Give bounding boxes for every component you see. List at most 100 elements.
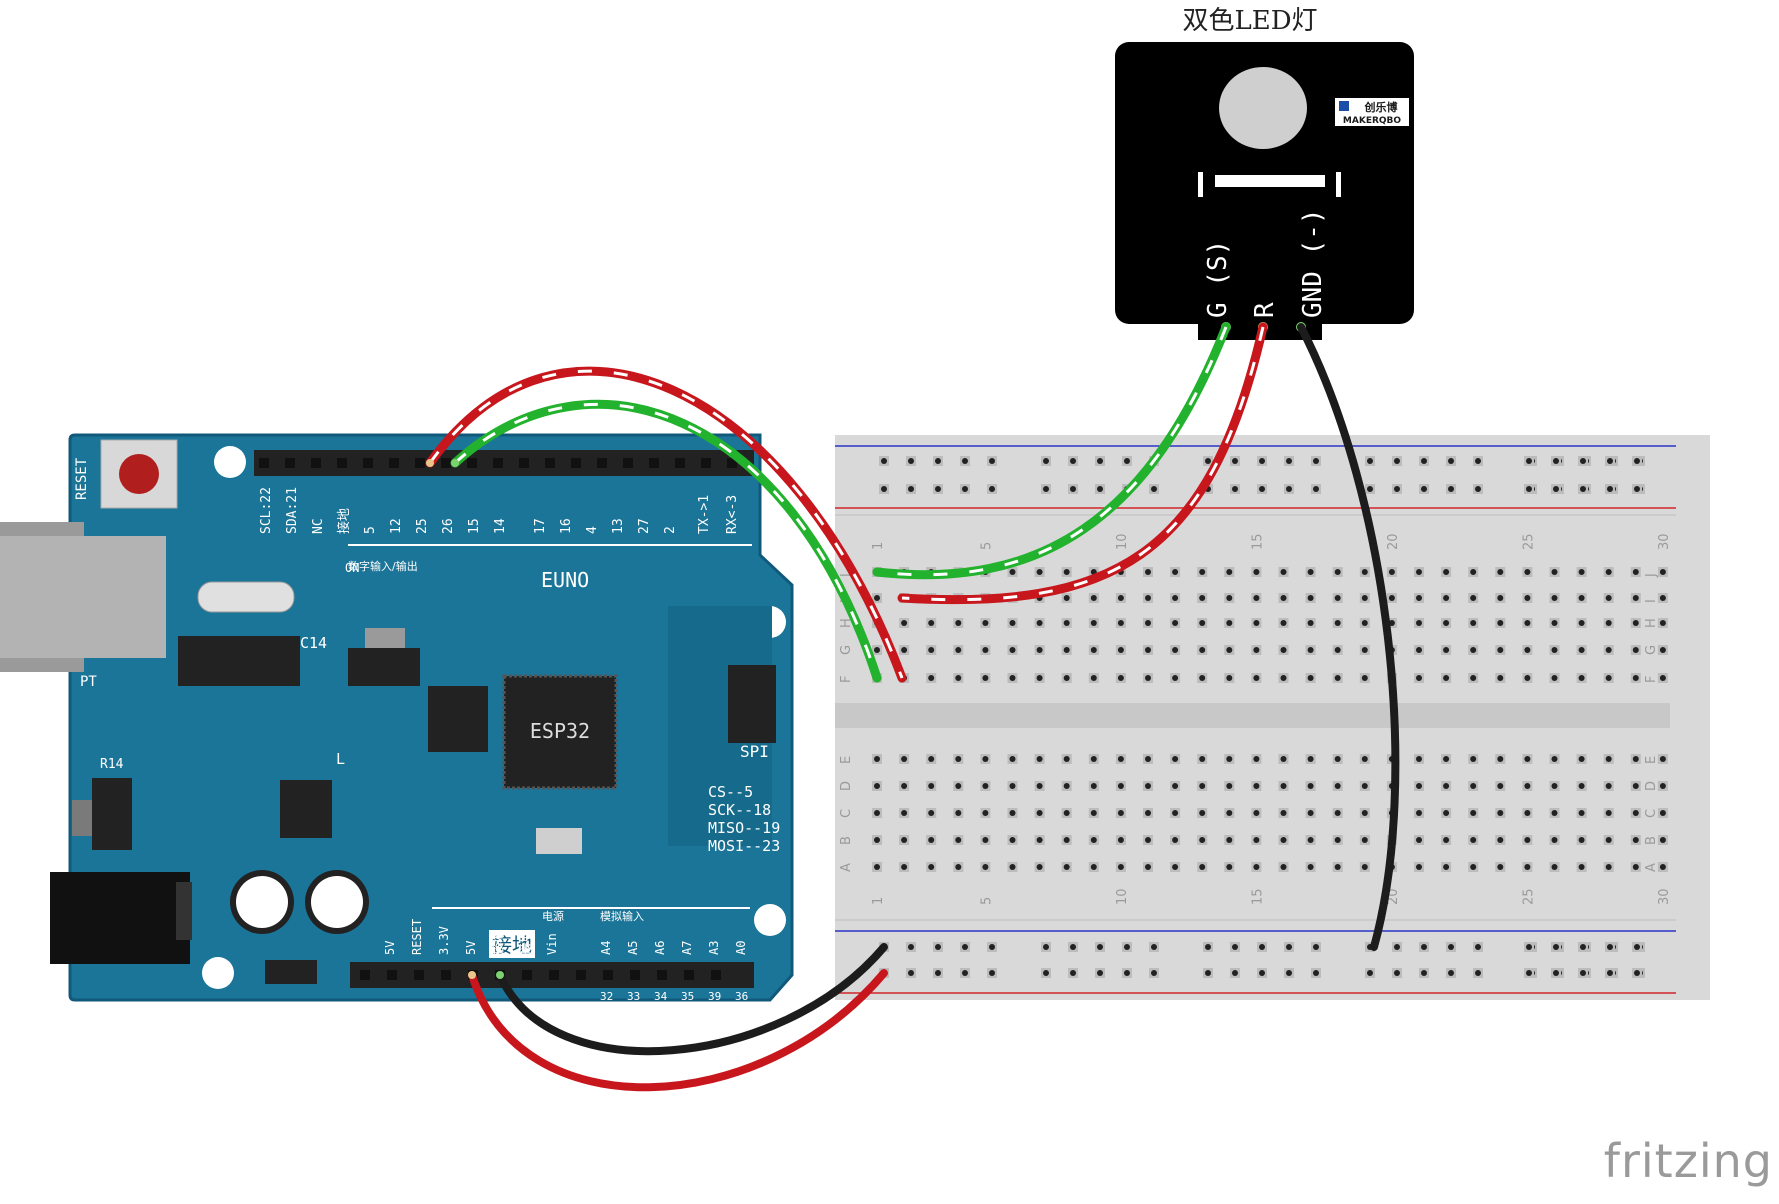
breadboard-hole-center [1226, 595, 1233, 601]
rail-hole-center [935, 486, 941, 492]
breadboard-hole-center [1497, 647, 1504, 653]
column-label: 5 [979, 897, 994, 905]
breadboard-hole-center [1172, 783, 1179, 789]
wire-gnd-module[interactable] [1297, 323, 1400, 951]
breadboard-hole-center [1226, 864, 1233, 870]
header-pin [522, 970, 532, 980]
rail-hole-center [1367, 458, 1373, 464]
column-label: 30 [1657, 888, 1672, 905]
breadboard-hole-center [1497, 620, 1504, 626]
analog-pin-label: A5 [626, 941, 640, 955]
column-label: 15 [1250, 533, 1265, 550]
rail-hole-center [1448, 458, 1454, 464]
breadboard-hole-center [1145, 620, 1151, 626]
breadboard-hole-center [1551, 647, 1558, 653]
breadboard-hole-center [1117, 620, 1124, 626]
breadboard-hole-center [1605, 675, 1612, 681]
spi-map-sck: SCK--18 [708, 801, 771, 819]
rail-hole-center [1607, 458, 1613, 464]
row-label: H [839, 618, 854, 628]
column-label: 20 [1386, 533, 1401, 550]
breadboard-hole-center [1632, 864, 1639, 870]
rail-hole-center [989, 486, 995, 492]
breadboard-hole-center [928, 864, 935, 870]
breadboard-hole-center [1632, 675, 1639, 681]
breadboard-hole-center [1226, 810, 1233, 816]
breadboard-hole-center [1416, 647, 1422, 653]
row-label: J [1644, 573, 1659, 578]
header-label: 12 [389, 518, 404, 534]
breadboard-hole-center [1145, 837, 1151, 843]
breadboard-hole-center [928, 837, 935, 843]
breadboard-hole-center [1361, 620, 1368, 626]
breadboard-hole-center [1659, 620, 1666, 626]
breadboard-holes [872, 456, 1668, 978]
breadboard-hole-center [1280, 837, 1287, 843]
breadboard-hole-center [955, 756, 962, 762]
rail-hole-center [1526, 486, 1532, 492]
rail-hole-center [935, 944, 941, 950]
breadboard-hole-center [1307, 675, 1314, 681]
breadboard-hole-center [1226, 647, 1233, 653]
breadboard-hole-center [1388, 620, 1395, 626]
breadboard-hole-center [1334, 647, 1341, 653]
header-pin [545, 458, 555, 468]
breadboard-hole-center [1063, 675, 1070, 681]
breadboard-hole-center [1280, 569, 1287, 575]
header-label: 2 [663, 526, 678, 534]
wire-gnd-board[interactable] [496, 943, 888, 1056]
row-label: B [839, 836, 854, 845]
breadboard-hole-center [1361, 647, 1368, 653]
spi-map-miso: MISO--19 [708, 819, 780, 837]
breadboard-hole-center [1659, 569, 1666, 575]
reset-button-cap[interactable] [119, 454, 159, 494]
breadboard-hole-center [1416, 864, 1422, 870]
breadboard-hole-center [874, 647, 880, 653]
rail-hole-center [1259, 970, 1265, 976]
breadboard-hole-center [1497, 864, 1504, 870]
header-pin [414, 970, 424, 980]
rail-hole-center [1313, 944, 1319, 950]
header-pin [337, 458, 347, 468]
breadboard-hole-center [1090, 837, 1097, 843]
breadboard-hole-center [1605, 864, 1612, 870]
rail-hole-center [1421, 944, 1427, 950]
breadboard-hole-center [1009, 810, 1016, 816]
rail-hole-center [908, 970, 914, 976]
rail-hole-center [1553, 944, 1559, 950]
row-label: E [839, 756, 854, 764]
rail-hole-center [1634, 944, 1640, 950]
breadboard-hole-center [1036, 837, 1043, 843]
rail-hole-center [1553, 458, 1559, 464]
rail-hole-center [908, 486, 914, 492]
breadboard-hole-center [1253, 837, 1260, 843]
wire-pin25[interactable] [425, 366, 907, 683]
breadboard-hole-center [1334, 810, 1341, 816]
wire-5v-board[interactable] [468, 969, 888, 1092]
reset-label: RESET [74, 457, 90, 500]
breadboard-hole-center [1659, 675, 1666, 681]
header-label: 接地 [336, 508, 352, 534]
rail-hole-center [1607, 486, 1613, 492]
power-pin-label: 5V [383, 941, 397, 955]
rail-hole-center [1124, 970, 1130, 976]
breadboard-hole-center [1497, 837, 1504, 843]
rail-hole-center [1394, 944, 1400, 950]
rail-hole-center [1205, 458, 1211, 464]
header-pin [441, 970, 451, 980]
breadboard-hole-center [1551, 569, 1558, 575]
rail-hole-center [1580, 970, 1586, 976]
breadboard-hole-center [901, 864, 908, 870]
breadboard-hole-center [1145, 783, 1151, 789]
row-label: A [839, 863, 854, 872]
breadboard-hole-center [1145, 864, 1151, 870]
power-title: 电源 [542, 909, 564, 923]
rail-hole-center [881, 486, 887, 492]
spi-map-cs: CS--5 [708, 783, 753, 801]
breadboard-hole-center [1117, 837, 1124, 843]
chip-label: ESP32 [530, 719, 590, 743]
breadboard-hole-center [1009, 837, 1016, 843]
power-pin-label: Vin [545, 933, 559, 955]
header-pin [387, 970, 397, 980]
